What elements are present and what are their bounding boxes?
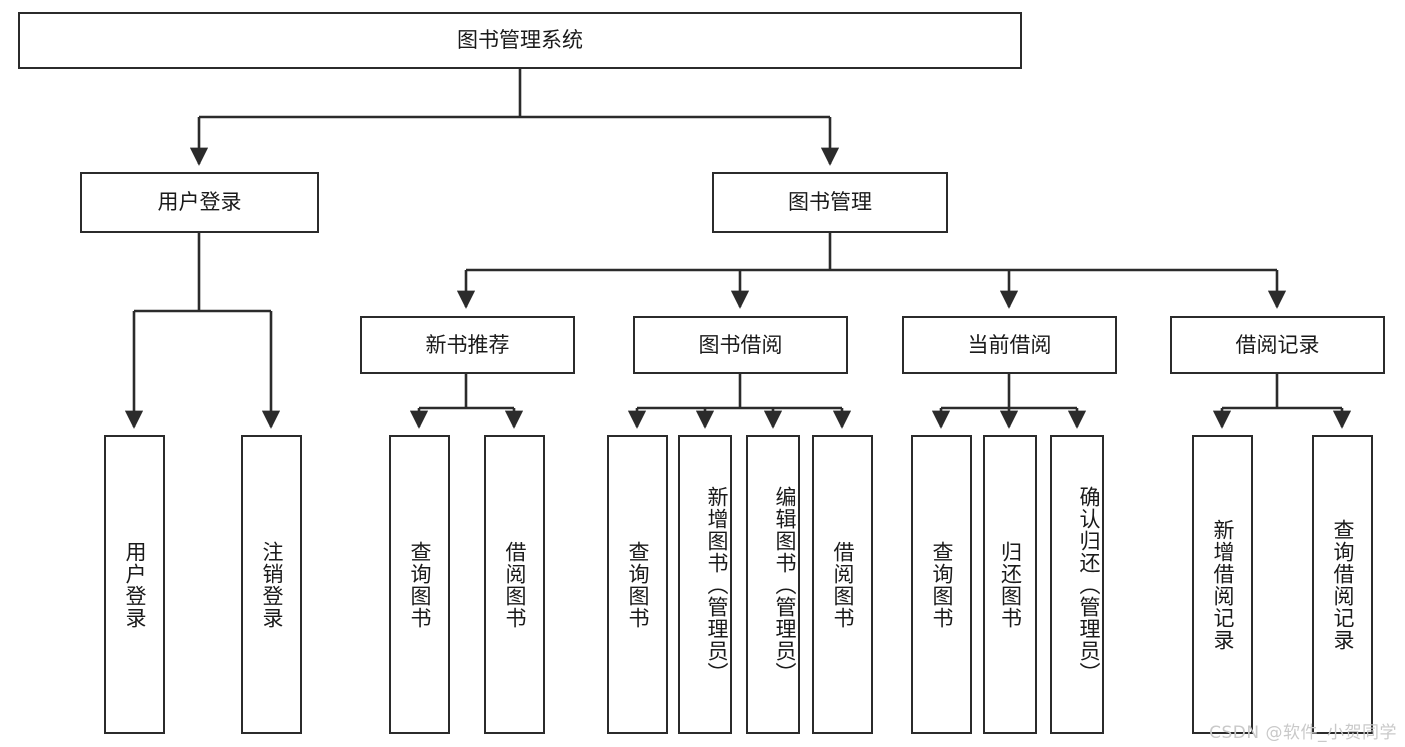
node-label: 查询图书 <box>929 540 954 629</box>
node-current-borrow[interactable]: 当前借阅 <box>902 316 1117 374</box>
leaf-query-borrow-record[interactable]: 查询借阅记录 <box>1312 435 1373 734</box>
leaf-add-book-admin[interactable]: 新增图书（管理员） <box>678 435 732 734</box>
leaf-confirm-return-admin[interactable]: 确认归还（管理员） <box>1050 435 1104 734</box>
node-label: 注销登录 <box>259 540 284 629</box>
node-book-manage[interactable]: 图书管理 <box>712 172 948 233</box>
leaf-return-book[interactable]: 归还图书 <box>983 435 1037 734</box>
leaf-borrow-book[interactable]: 借阅图书 <box>812 435 873 734</box>
node-label: 归还图书 <box>998 540 1023 629</box>
node-label: 查询图书 <box>625 540 650 629</box>
leaf-borrow-book-new-rec[interactable]: 借阅图书 <box>484 435 545 734</box>
node-label: 借阅记录 <box>1235 332 1320 357</box>
leaf-edit-book-admin[interactable]: 编辑图书（管理员） <box>746 435 800 734</box>
node-label: 确认归还（管理员） <box>1077 485 1101 684</box>
leaf-add-borrow-record[interactable]: 新增借阅记录 <box>1192 435 1253 734</box>
node-label: 当前借阅 <box>967 332 1052 357</box>
node-label: 新增图书（管理员） <box>705 485 729 684</box>
node-label: 用户登录 <box>157 190 242 215</box>
leaf-query-book-borrow[interactable]: 查询图书 <box>607 435 668 734</box>
leaf-logout[interactable]: 注销登录 <box>241 435 302 734</box>
node-label: 图书管理系统 <box>457 28 583 53</box>
node-label: 新增借阅记录 <box>1210 518 1235 651</box>
node-user-login[interactable]: 用户登录 <box>80 172 319 233</box>
node-label: 图书管理 <box>788 190 872 215</box>
node-book-borrow[interactable]: 图书借阅 <box>633 316 848 374</box>
node-label: 查询图书 <box>407 540 432 629</box>
node-label: 查询借阅记录 <box>1330 518 1355 651</box>
node-label: 借阅图书 <box>502 540 527 629</box>
leaf-query-book-current[interactable]: 查询图书 <box>911 435 972 734</box>
node-label: 图书借阅 <box>698 332 783 357</box>
node-new-book-recommend[interactable]: 新书推荐 <box>360 316 575 374</box>
leaf-user-login[interactable]: 用户登录 <box>104 435 165 734</box>
node-label: 借阅图书 <box>830 540 855 629</box>
node-label: 新书推荐 <box>425 332 510 357</box>
node-label: 编辑图书（管理员） <box>773 485 797 684</box>
node-root-book-management-system[interactable]: 图书管理系统 <box>18 12 1022 69</box>
leaf-query-book-new-rec[interactable]: 查询图书 <box>389 435 450 734</box>
node-borrow-record[interactable]: 借阅记录 <box>1170 316 1385 374</box>
node-label: 用户登录 <box>122 540 147 629</box>
